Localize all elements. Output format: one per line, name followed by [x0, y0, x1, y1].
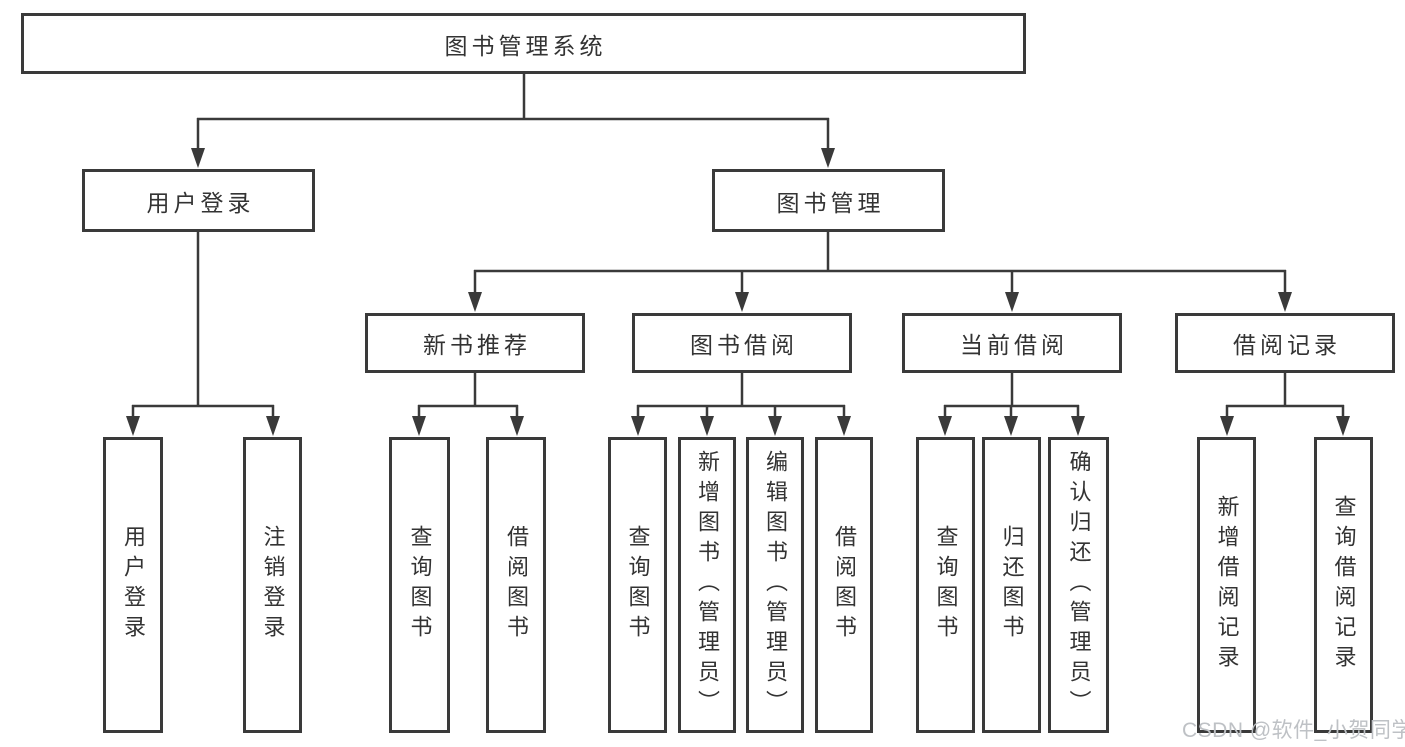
leaf-query-books-borrow: 查询图书: [608, 437, 667, 733]
node-book-borrowing: 图书借阅: [632, 313, 852, 373]
node-label: 编辑图书（管理员）: [763, 450, 788, 720]
node-label: 查询图书: [625, 525, 651, 645]
leaf-query-books-current: 查询图书: [916, 437, 975, 733]
node-user-login: 用户登录: [82, 169, 315, 232]
node-label: 查询借阅记录: [1331, 495, 1357, 675]
node-label: 查询图书: [407, 525, 433, 645]
leaf-query-books-recommend: 查询图书: [389, 437, 450, 733]
leaf-edit-books-admin: 编辑图书（管理员）: [746, 437, 804, 733]
node-current-borrowing: 当前借阅: [902, 313, 1122, 373]
node-label: 确认归还（管理员）: [1066, 450, 1092, 720]
node-label: 新增图书（管理员）: [695, 450, 720, 720]
node-borrowing-records: 借阅记录: [1175, 313, 1395, 373]
node-label: 新增借阅记录: [1214, 495, 1240, 675]
node-label: 用户登录: [146, 189, 255, 216]
node-label: 图书借阅: [690, 332, 798, 358]
leaf-confirm-return-admin: 确认归还（管理员）: [1048, 437, 1109, 733]
node-label: 借阅图书: [832, 525, 857, 645]
node-label: 用户登录: [121, 525, 146, 645]
leaf-logout: 注销登录: [243, 437, 302, 733]
node-new-book-recommend: 新书推荐: [365, 313, 585, 373]
leaf-add-books-admin: 新增图书（管理员）: [678, 437, 736, 733]
leaf-query-borrow-record: 查询借阅记录: [1314, 437, 1373, 733]
leaf-borrow-books: 借阅图书: [815, 437, 873, 733]
node-label: 归还图书: [999, 525, 1025, 645]
node-label: 注销登录: [260, 525, 286, 645]
leaf-return-books: 归还图书: [982, 437, 1041, 733]
leaf-user-login: 用户登录: [103, 437, 163, 733]
node-label: 图书管理系统: [444, 32, 607, 59]
arrowheads: [126, 148, 1350, 436]
leaf-borrow-books-recommend: 借阅图书: [486, 437, 546, 733]
node-label: 查询图书: [933, 525, 959, 645]
node-library-system: 图书管理系统: [21, 13, 1026, 74]
node-label: 图书管理: [776, 189, 885, 216]
node-label: 借阅图书: [504, 525, 529, 645]
node-label: 当前借阅: [960, 332, 1068, 358]
leaf-add-borrow-record: 新增借阅记录: [1197, 437, 1256, 733]
node-book-management: 图书管理: [712, 169, 945, 232]
node-label: 借阅记录: [1233, 332, 1341, 358]
node-label: 新书推荐: [423, 332, 531, 358]
csdn-watermark: CSDN @软件_小贺同学: [1182, 719, 1405, 742]
